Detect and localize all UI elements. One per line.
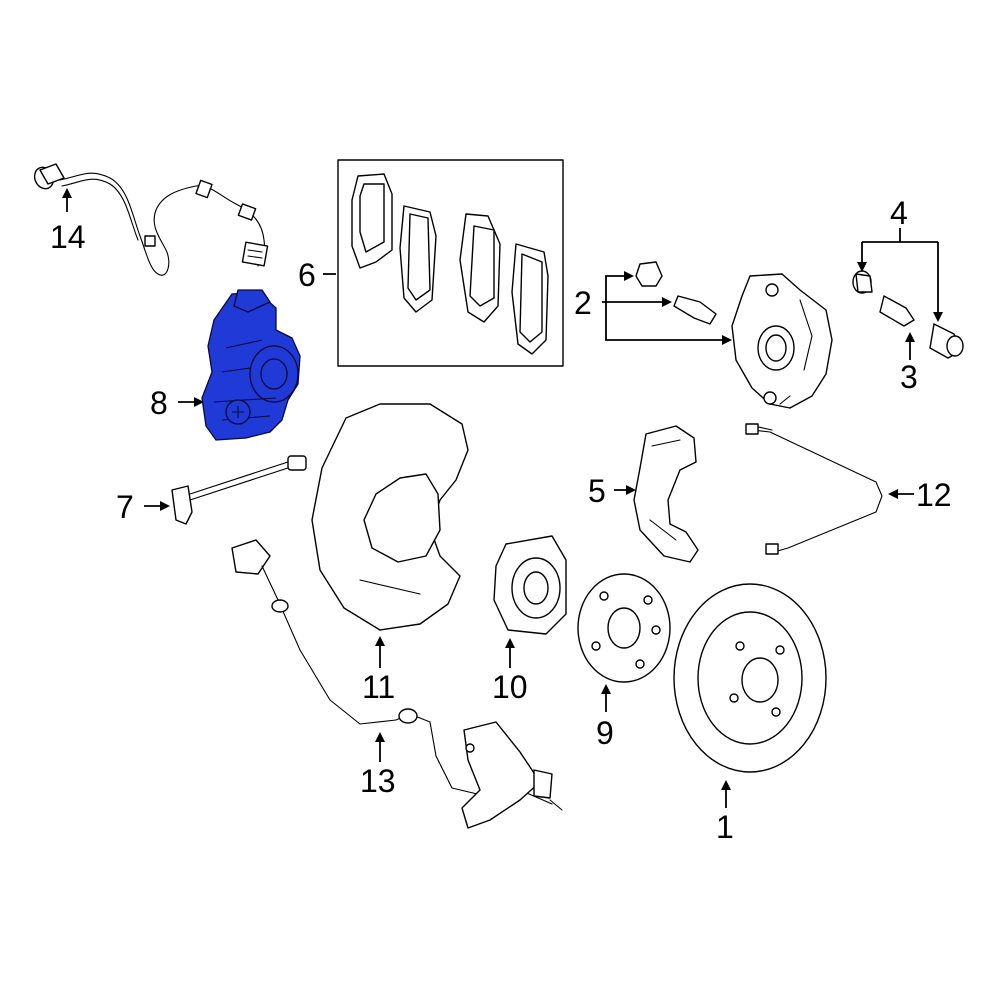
callout-6[interactable]: 6 bbox=[298, 257, 316, 293]
part-13-abs-sensor[interactable] bbox=[231, 539, 563, 829]
callout-9[interactable]: 9 bbox=[596, 715, 614, 751]
part-6-brake-pad-set[interactable] bbox=[337, 159, 564, 367]
part-5-caliper-bracket[interactable] bbox=[633, 425, 699, 563]
callout-3[interactable]: 3 bbox=[900, 359, 918, 395]
part-7-wear-sensor[interactable] bbox=[171, 455, 307, 525]
callout-labels: 14 8 6 2 4 3 5 12 7 11 10 9 1 13 bbox=[50, 195, 952, 845]
callout-5[interactable]: 5 bbox=[588, 473, 606, 509]
callout-7[interactable]: 7 bbox=[116, 489, 134, 525]
callout-2[interactable]: 2 bbox=[574, 285, 592, 321]
part-4-boot-large[interactable] bbox=[929, 323, 964, 359]
callout-8[interactable]: 8 bbox=[150, 385, 168, 421]
part-8-actuator-motor[interactable] bbox=[201, 289, 301, 441]
part-1-brake-rotor[interactable] bbox=[673, 583, 827, 773]
part-4-boot-small[interactable] bbox=[852, 270, 873, 294]
part-10-wheel-bearing[interactable] bbox=[493, 535, 567, 635]
part-2-bleeder-screw[interactable] bbox=[673, 295, 717, 325]
callout-14[interactable]: 14 bbox=[50, 219, 86, 255]
part-2-caliper[interactable] bbox=[731, 273, 833, 409]
callout-10[interactable]: 10 bbox=[492, 669, 528, 705]
part-11-dust-shield[interactable] bbox=[311, 403, 469, 631]
callout-13[interactable]: 13 bbox=[360, 763, 396, 799]
callout-1[interactable]: 1 bbox=[716, 809, 734, 845]
callout-11[interactable]: 11 bbox=[362, 669, 395, 705]
part-3-guide-pin[interactable] bbox=[879, 295, 915, 327]
leader-lines bbox=[62, 188, 943, 808]
part-9-hub-flange[interactable] bbox=[577, 573, 671, 683]
part-12-brake-line[interactable] bbox=[745, 423, 883, 555]
part-14-sensor-cable[interactable] bbox=[31, 163, 269, 276]
callout-12[interactable]: 12 bbox=[916, 477, 952, 513]
callout-4[interactable]: 4 bbox=[890, 195, 908, 231]
part-2-bleeder-cap[interactable] bbox=[635, 261, 663, 287]
